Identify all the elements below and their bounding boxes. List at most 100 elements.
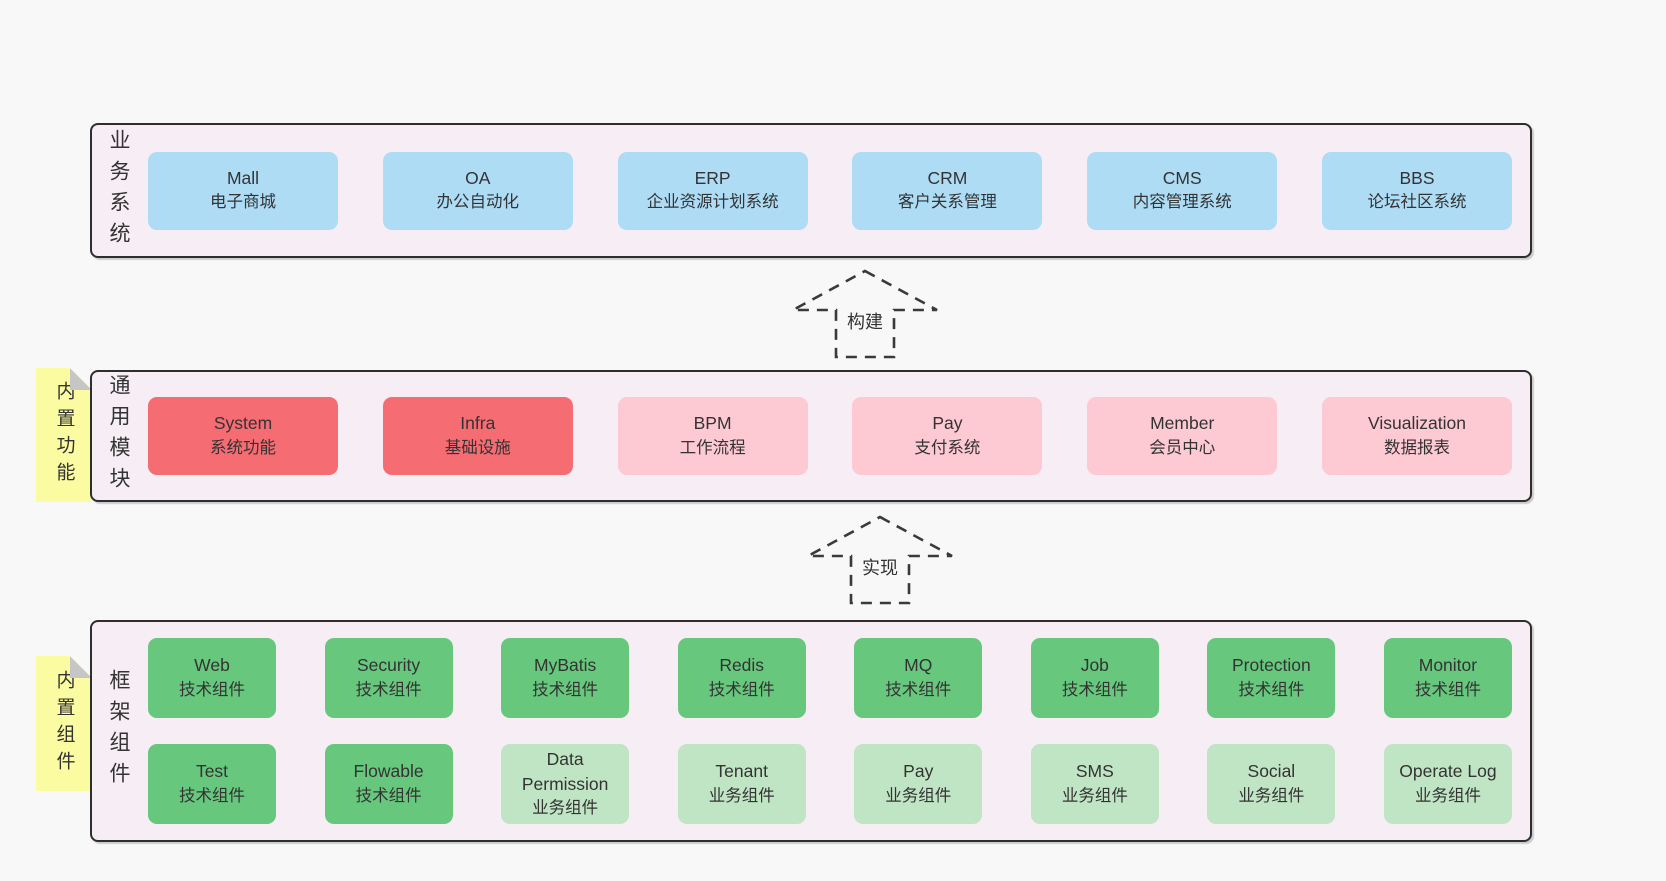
sticky-note-builtin-features: 内置功能 — [36, 368, 92, 502]
implement-arrow: 实现 — [805, 514, 955, 606]
node-title: MyBatis — [534, 655, 597, 676]
node-title: Flowable — [353, 761, 424, 782]
node-title: BBS — [1399, 167, 1435, 188]
node-redis: Redis 技术组件 — [677, 638, 806, 718]
node-subtitle: 数据报表 — [1383, 438, 1450, 457]
node-title: BPM — [693, 413, 732, 434]
node-subtitle: 电子商城 — [210, 193, 276, 212]
layer-components-content: Web 技术组件 Security 技术组件 MyBatis 技术组件 Redi… — [144, 622, 1530, 840]
node-test: Test 技术组件 — [148, 744, 276, 824]
node-subtitle: 业务组件 — [885, 786, 952, 805]
node-subtitle: 技术组件 — [885, 680, 952, 699]
sticky-note-builtin-components: 内置组件 — [36, 656, 92, 791]
node-title: Security — [356, 655, 421, 676]
layer-modules-content: System 系统功能 Infra 基础设施 BPM 工作流程 Pay 支付系统… — [144, 372, 1530, 500]
layer-components-label: 框架组件 — [107, 669, 130, 793]
node-subtitle: 技术组件 — [1061, 680, 1128, 699]
node-security: Security 技术组件 — [324, 638, 453, 718]
node-pay-component: Pay 业务组件 — [854, 744, 983, 824]
node-sms: SMS 业务组件 — [1030, 744, 1159, 824]
node-subtitle: 业务组件 — [1238, 786, 1305, 805]
node-title: SMS — [1075, 761, 1114, 782]
node-title: Social — [1247, 761, 1296, 782]
node-erp: ERP 企业资源计划系统 — [617, 151, 808, 230]
node-social: Social 业务组件 — [1207, 744, 1336, 824]
node-subtitle: 技术组件 — [1414, 680, 1481, 699]
node-web: Web 技术组件 — [148, 638, 276, 718]
node-title: CRM — [927, 167, 968, 188]
node-subtitle: 内容管理系统 — [1132, 193, 1232, 212]
build-arrow: 构建 — [790, 268, 940, 360]
node-flowable: Flowable 技术组件 — [324, 744, 453, 824]
node-mq: MQ 技术组件 — [854, 638, 983, 718]
folded-corner-icon — [70, 656, 92, 678]
node-protection: Protection 技术组件 — [1207, 638, 1336, 718]
node-title: ERP — [694, 167, 731, 188]
node-title: Member — [1150, 413, 1215, 434]
node-subtitle: 技术组件 — [179, 786, 245, 805]
build-arrow-label: 构建 — [844, 308, 886, 334]
node-subtitle: 支付系统 — [914, 438, 981, 457]
node-title: Visualization — [1368, 413, 1466, 434]
node-title: Web — [194, 655, 230, 676]
node-member: Member 会员中心 — [1087, 397, 1278, 475]
layer-business-systems: 业务系统 Mall 电子商城 OA 办公自动化 ERP 企业资源计划系统 CRM… — [90, 123, 1532, 258]
node-subtitle: 基础设施 — [444, 438, 511, 457]
node-subtitle: 业务组件 — [708, 786, 775, 805]
node-title: Operate Log — [1399, 761, 1497, 782]
node-subtitle: 客户关系管理 — [897, 193, 997, 212]
node-title: MQ — [904, 655, 933, 676]
node-title: Infra — [460, 413, 496, 434]
layer-common-modules: 通用模块 System 系统功能 Infra 基础设施 BPM 工作流程 Pay… — [90, 370, 1532, 502]
node-subtitle: 技术组件 — [355, 680, 422, 699]
node-subtitle: 系统功能 — [210, 438, 276, 457]
node-crm: CRM 客户关系管理 — [852, 151, 1043, 230]
layer-modules-label: 通用模块 — [107, 374, 130, 498]
node-title: Mall — [226, 167, 260, 188]
node-system: System 系统功能 — [148, 397, 338, 475]
up-arrow-icon — [792, 269, 938, 359]
components-row-2: Test 技术组件 Flowable 技术组件 Data Permission … — [148, 744, 1512, 824]
note-label: 内置组件 — [53, 669, 75, 778]
node-title: Monitor — [1418, 655, 1478, 676]
node-title: Tenant — [715, 761, 768, 782]
node-subtitle: 论坛社区系统 — [1367, 193, 1467, 212]
note-label: 内置功能 — [53, 381, 75, 489]
node-pay-module: Pay 支付系统 — [852, 397, 1043, 475]
node-title: Pay — [932, 413, 963, 434]
node-job: Job 技术组件 — [1030, 638, 1159, 718]
node-subtitle: 技术组件 — [1238, 680, 1305, 699]
node-title: CMS — [1162, 167, 1202, 188]
node-data-permission: Data Permission 业务组件 — [501, 744, 630, 824]
node-visualization: Visualization 数据报表 — [1321, 397, 1512, 475]
node-title: Redis — [719, 655, 765, 676]
node-bbs: BBS 论坛社区系统 — [1321, 151, 1512, 230]
node-title: Test — [195, 761, 229, 782]
node-title: System — [213, 413, 273, 434]
node-monitor: Monitor 技术组件 — [1383, 638, 1512, 718]
node-title: Pay — [903, 761, 934, 782]
node-subtitle: 办公自动化 — [436, 193, 520, 212]
node-subtitle: 业务组件 — [1414, 786, 1481, 805]
node-subtitle: 技术组件 — [532, 680, 599, 699]
node-subtitle: 工作流程 — [679, 438, 746, 457]
node-subtitle: 技术组件 — [708, 680, 775, 699]
node-subtitle: 技术组件 — [355, 786, 422, 805]
node-cms: CMS 内容管理系统 — [1087, 151, 1278, 230]
layer-business-label: 业务系统 — [107, 128, 130, 253]
implement-arrow-label: 实现 — [859, 554, 901, 580]
components-row-1: Web 技术组件 Security 技术组件 MyBatis 技术组件 Redi… — [148, 638, 1512, 718]
node-oa: OA 办公自动化 — [382, 151, 573, 230]
node-mybatis: MyBatis 技术组件 — [501, 638, 630, 718]
node-subtitle: 技术组件 — [179, 680, 245, 699]
node-bpm: BPM 工作流程 — [617, 397, 808, 475]
node-title: Data Permission — [521, 748, 609, 795]
node-title: Protection — [1231, 655, 1311, 676]
node-title: OA — [465, 167, 491, 188]
node-operate-log: Operate Log 业务组件 — [1383, 744, 1512, 824]
node-mall: Mall 电子商城 — [148, 151, 338, 230]
layer-framework-components: 框架组件 Web 技术组件 Security 技术组件 MyBatis 技术组件… — [90, 620, 1532, 842]
node-subtitle: 业务组件 — [532, 799, 599, 818]
layer-business-content: Mall 电子商城 OA 办公自动化 ERP 企业资源计划系统 CRM 客户关系… — [144, 125, 1530, 256]
